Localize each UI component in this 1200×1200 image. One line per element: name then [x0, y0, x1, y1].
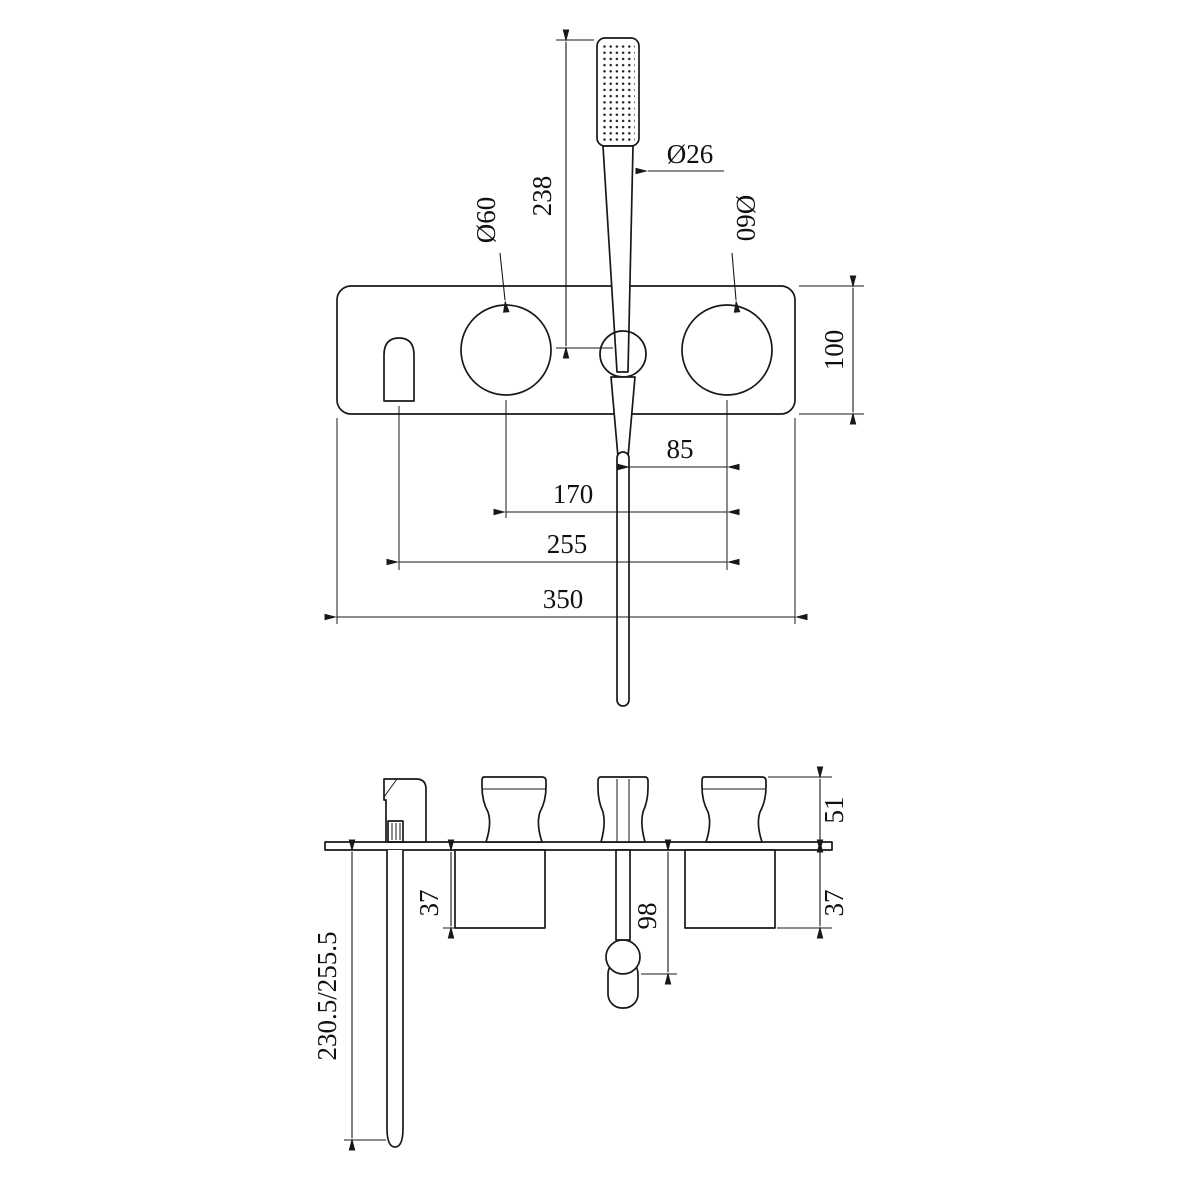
wall-plate-edge — [324, 841, 833, 851]
shower-hose-front — [616, 451, 630, 707]
dim-label-holder-projection: 98 — [632, 903, 662, 930]
knob-right-circle — [681, 304, 773, 396]
leader-knob-right-diameter — [731, 252, 741, 313]
side-view: 51 37 98 37 230.5/255.5 — [312, 766, 849, 1151]
spout-front-outline — [383, 337, 415, 402]
spout-tip-line — [383, 778, 398, 798]
dim-label-valve-depth-left: 37 — [414, 890, 444, 917]
dim-label-handshower-length: 238 — [527, 176, 557, 217]
valve-body-left — [454, 849, 546, 929]
dim-label-holder-to-knob: 85 — [667, 434, 694, 464]
dim-label-handshower-diameter: Ø26 — [667, 139, 714, 169]
hose-outlet-stem — [615, 849, 631, 941]
knob-right-profile — [701, 776, 767, 843]
front-view-dimensions: 238 Ø26 Ø60 Ø60 100 85 — [324, 29, 864, 624]
handshower-spray-face — [601, 43, 635, 141]
holder-profile — [597, 776, 649, 843]
dim-label-spout-projection: 230.5/255.5 — [312, 931, 342, 1060]
dim-label-knob-spacing: 170 — [553, 479, 594, 509]
knob-left-circle — [460, 304, 552, 396]
knob-left-profile — [481, 776, 547, 843]
spout-profile — [383, 778, 427, 843]
spout-tube — [386, 850, 404, 1148]
dim-label-spout-to-knob: 255 — [547, 529, 588, 559]
dim-label-knob-left-diameter: Ø60 — [471, 197, 501, 244]
leader-knob-left-diameter — [499, 252, 510, 313]
spout-aerator — [387, 820, 404, 843]
dim-label-plate-height: 100 — [819, 330, 849, 371]
dim-label-plate-width: 350 — [543, 584, 584, 614]
handshower-handle — [602, 145, 634, 373]
side-view-dimensions: 51 37 98 37 230.5/255.5 — [312, 766, 849, 1151]
dim-label-handle-projection: 51 — [819, 797, 849, 824]
dim-label-valve-depth-right: 37 — [819, 890, 849, 917]
valve-body-right — [684, 849, 776, 929]
hose-outlet-ball — [605, 939, 641, 975]
hose-connector-cone — [610, 376, 636, 458]
dim-label-knob-right-diameter: Ø60 — [731, 195, 761, 242]
front-view: 238 Ø26 Ø60 Ø60 100 85 — [324, 29, 864, 707]
